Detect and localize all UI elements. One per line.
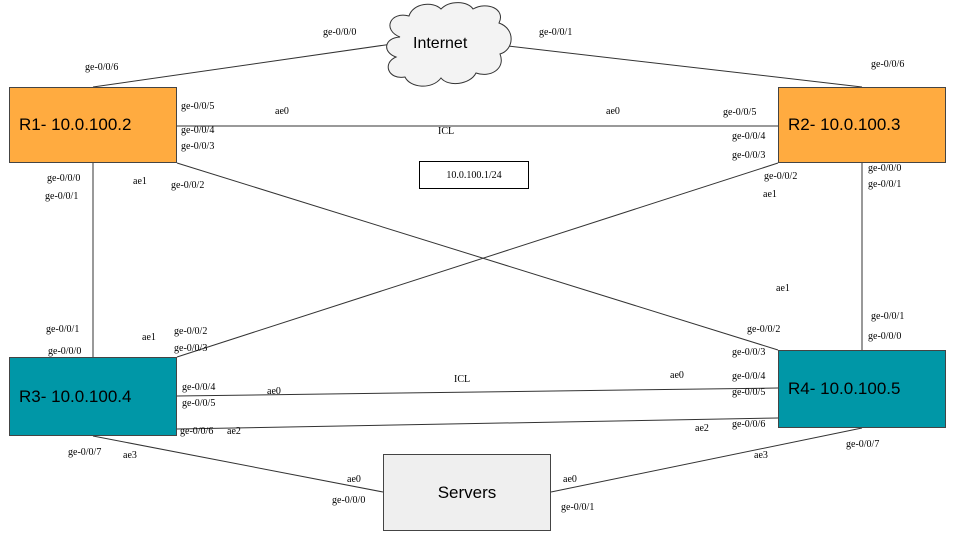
port-label: ge-0/0/0 (868, 163, 902, 174)
port-label: ge-0/0/4 (732, 371, 766, 382)
port-label: ge-0/0/3 (732, 150, 766, 161)
port-label: ge-0/0/0 (868, 331, 902, 342)
bundle-label: ae0 (267, 386, 281, 397)
router-r4[interactable]: R4- 10.0.100.5 (778, 350, 946, 428)
port-label: ge-0/0/0 (323, 27, 357, 38)
port-label: ge-0/0/2 (747, 324, 781, 335)
bundle-label: ae1 (142, 332, 156, 343)
bundle-label: ae0 (347, 474, 361, 485)
link-servers-r4 (550, 427, 863, 493)
port-label: ge-0/0/3 (174, 343, 208, 354)
router-r3[interactable]: R3- 10.0.100.4 (9, 357, 177, 436)
link-internet-r1 (92, 43, 393, 88)
port-label: ge-0/0/6 (180, 426, 214, 437)
link-r3-r4-ae2 (176, 417, 779, 430)
router-r2-label: R2- 10.0.100.3 (788, 115, 901, 134)
internet-cloud-icon (386, 2, 512, 87)
bundle-label: ae2 (695, 423, 709, 434)
icl-label: ICL (438, 126, 455, 137)
link-internet-r2 (507, 45, 863, 88)
bundle-label: ae1 (133, 176, 147, 187)
link-r3-r4-icl (176, 387, 779, 397)
router-r2[interactable]: R2- 10.0.100.3 (778, 87, 946, 163)
bundle-label: ae0 (606, 106, 620, 117)
port-label: ge-0/0/7 (68, 447, 102, 458)
port-label: ge-0/0/5 (723, 107, 757, 118)
link-r3-servers (92, 435, 384, 493)
bundle-label: ae1 (776, 283, 790, 294)
port-label: ge-0/0/3 (181, 141, 215, 152)
link-r1-r4 (176, 162, 779, 351)
port-label: ge-0/0/2 (764, 171, 798, 182)
port-label: ge-0/0/1 (868, 179, 902, 190)
router-r1-label: R1- 10.0.100.2 (19, 115, 132, 134)
port-label: ge-0/0/3 (732, 347, 766, 358)
port-label: ge-0/0/2 (171, 180, 205, 191)
port-label: ge-0/0/5 (732, 387, 766, 398)
port-label: ge-0/0/5 (181, 101, 215, 112)
bundle-label: ae2 (227, 426, 241, 437)
port-label: ge-0/0/7 (846, 439, 880, 450)
port-label: ge-0/0/1 (45, 191, 79, 202)
port-label: ge-0/0/1 (871, 311, 905, 322)
port-label: ge-0/0/4 (182, 382, 216, 393)
port-label: ge-0/0/0 (48, 346, 82, 357)
port-label: ge-0/0/1 (561, 502, 595, 513)
internet-label: Internet (413, 35, 468, 52)
bundle-label: ae3 (754, 450, 768, 461)
port-label: ge-0/0/2 (174, 326, 208, 337)
router-r1[interactable]: R1- 10.0.100.2 (9, 87, 177, 163)
bundle-label: ae0 (670, 370, 684, 381)
port-label: ge-0/0/6 (85, 62, 119, 73)
port-label: ge-0/0/0 (47, 173, 81, 184)
servers-box[interactable]: Servers (383, 454, 551, 531)
port-label: ge-0/0/5 (182, 398, 216, 409)
port-label: ge-0/0/6 (871, 59, 905, 70)
port-label: ge-0/0/6 (732, 419, 766, 430)
servers-label: Servers (437, 482, 497, 502)
port-label: ge-0/0/1 (46, 324, 80, 335)
virtual-ip-box: 10.0.100.1/24 (419, 161, 529, 189)
icl-label: ICL (454, 374, 471, 385)
port-label: ge-0/0/4 (181, 125, 215, 136)
router-r3-label: R3- 10.0.100.4 (19, 386, 132, 406)
bundle-label: ae3 (123, 450, 137, 461)
port-label: ge-0/0/0 (332, 495, 366, 506)
port-label: ge-0/0/4 (732, 131, 766, 142)
bundle-label: ae0 (275, 106, 289, 117)
router-r4-label: R4- 10.0.100.5 (788, 379, 901, 398)
port-label: ge-0/0/1 (539, 27, 573, 38)
bundle-label: ae0 (563, 474, 577, 485)
link-r2-r3 (176, 162, 779, 358)
bundle-label: ae1 (763, 189, 777, 200)
